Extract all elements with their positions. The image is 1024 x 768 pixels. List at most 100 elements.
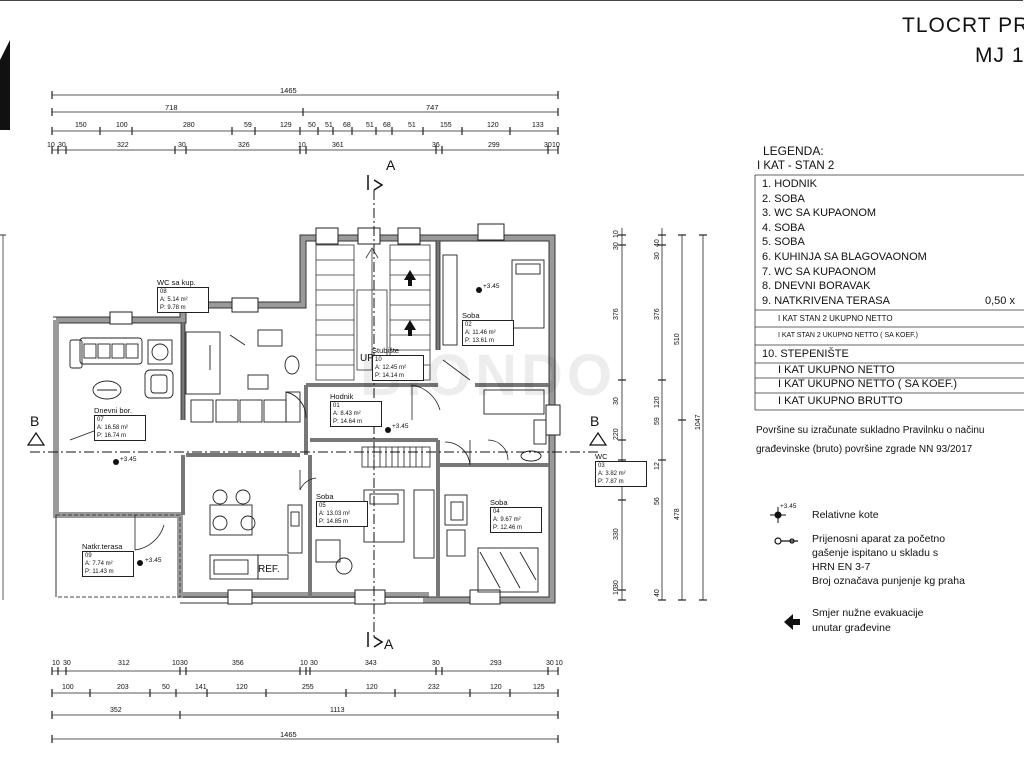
dim-top-row3: 51 [325, 122, 333, 129]
room-number: 09 [85, 553, 92, 559]
room-perimeter: P: 11.43 m [85, 569, 114, 575]
room-number: 08 [160, 289, 167, 295]
bedroom-04-furniture [444, 494, 539, 593]
dim-top-row4: 10 [47, 142, 55, 149]
elevation-label: +3.45 [120, 456, 137, 463]
room-number: 07 [97, 417, 104, 423]
dim-right-total: 1047 [695, 414, 702, 430]
dim-right-col2: 56 [654, 497, 661, 505]
room-name: Soba [490, 498, 508, 507]
room-name: Stubište [372, 346, 400, 355]
room-number: 04 [493, 509, 500, 515]
room-area: A: 3.82 m² [598, 471, 626, 477]
room-name: Hodnik [330, 392, 354, 401]
dim-bottom-row2: 120 [366, 684, 378, 691]
room-area: A: 16.58 m² [97, 425, 129, 431]
dim-right-col2: 12 [654, 462, 661, 470]
section-b-left-label: B [30, 413, 40, 429]
room-perimeter: P: 14.85 m [319, 519, 349, 525]
dim-bottom-row2: 50 [162, 684, 170, 691]
stair-up-label: UP [360, 353, 374, 364]
dim-bottom-row2: 203 [117, 684, 129, 691]
dim-bottom-row1: 10 [52, 660, 60, 667]
legend-item: 8. DNEVNI BORAVAK [762, 280, 871, 293]
dim-bottom-row2: 120 [490, 684, 502, 691]
room-perimeter: P: 16.74 m [97, 433, 127, 439]
dim-top-row4: 322 [117, 142, 129, 149]
bedroom-02-furniture [442, 254, 545, 346]
dim-right-col3: 478 [674, 508, 681, 520]
elevation-symbol-icon [770, 507, 786, 523]
dim-right-col1: 30 [613, 397, 620, 405]
dim-bottom-row2: 141 [195, 684, 207, 691]
fridge-label: REF. [258, 564, 280, 575]
room-perimeter: P: 13.61 m [465, 338, 495, 344]
dim-right-col1: 10 [613, 587, 620, 595]
room-area: A: 11.46 m² [465, 330, 496, 336]
door-swings [134, 359, 509, 551]
extinguisher-text-4: Broj označava punjenje kg praha [812, 575, 965, 587]
dim-top-row3: 68 [383, 122, 391, 129]
legend-item: 4. SOBA [762, 221, 805, 234]
room-name: Natkr.terasa [82, 542, 123, 551]
elevation-label: +3.45 [483, 283, 500, 290]
room-name: WC [595, 452, 608, 461]
elevation-symbol-tag: +3.45 [780, 503, 797, 510]
interior-walls [181, 241, 549, 597]
dim-right-col1: 30 [613, 242, 620, 250]
dim-right-col2: 30 [654, 252, 661, 260]
dim-top-row3: 280 [183, 122, 195, 129]
legend-netto: I KAT STAN 2 UKUPNO NETTO [778, 314, 893, 323]
dim-top-row3: 120 [487, 122, 499, 129]
dim-bottom-row2: 255 [302, 684, 314, 691]
dim-top-row3: 59 [244, 122, 252, 129]
legend-total-netto-coef: I KAT UKUPNO NETTO ( SA KOEF.) [778, 378, 958, 390]
section-a-top-label: A [386, 157, 396, 173]
dim-right-col1: 376 [613, 308, 620, 320]
section-a-bottom-label: A [384, 636, 394, 652]
area-note-line2: građevinske (bruto) površine zgrade NN 9… [756, 444, 973, 455]
room-number: 02 [465, 322, 472, 328]
drawing-title: TLOCRT PR [902, 14, 1024, 37]
room-perimeter: P: 7.87 m [598, 479, 624, 485]
radiator [361, 446, 431, 468]
dim-bottom-row1: 30 [63, 660, 71, 667]
bottom-dimension-lines [52, 670, 558, 740]
dim-bottom-row1: 356 [232, 660, 244, 667]
dim-top-row4: 299 [488, 142, 500, 149]
legend-subtitle: I KAT - STAN 2 [757, 160, 835, 172]
evac-arrow-icon [404, 270, 416, 286]
extinguisher-icon [774, 537, 798, 545]
room-name: Dnevni bor. [94, 406, 132, 415]
extinguisher-text-1: Prijenosni aparat za početno [812, 533, 946, 545]
dim-top-row4: 10 [552, 142, 560, 149]
dim-top-row3: 100 [116, 122, 128, 129]
dim-bottom-row1: 10 [172, 660, 180, 667]
legend-item: 6. KUHINJA SA BLAGOVAONOM [762, 251, 927, 263]
dim-top-row4: 30 [178, 142, 186, 149]
windows [109, 223, 561, 605]
evac-text-1: Smjer nužne evakuacije [812, 607, 924, 619]
dim-bottom-row2: 232 [428, 684, 440, 691]
dim-right-col3: 510 [674, 333, 681, 345]
dim-top-row4: 36 [432, 142, 440, 149]
wc-03-fixtures [483, 389, 547, 462]
dim-top-row3: 133 [532, 122, 544, 129]
dim-right-col2: 120 [654, 396, 661, 408]
legend-item: 1. HODNIK [762, 178, 818, 190]
legend-item: 3. WC SA KUPAONOM [762, 207, 877, 220]
room-perimeter: P: 14.64 m [333, 419, 363, 425]
elevation-symbol-text: Relativne kote [812, 509, 879, 521]
legend-table-lines [754, 174, 1024, 411]
dim-top-right: 747 [426, 103, 439, 112]
dim-top-row4: 30 [58, 142, 66, 149]
room-number: 03 [598, 463, 605, 469]
